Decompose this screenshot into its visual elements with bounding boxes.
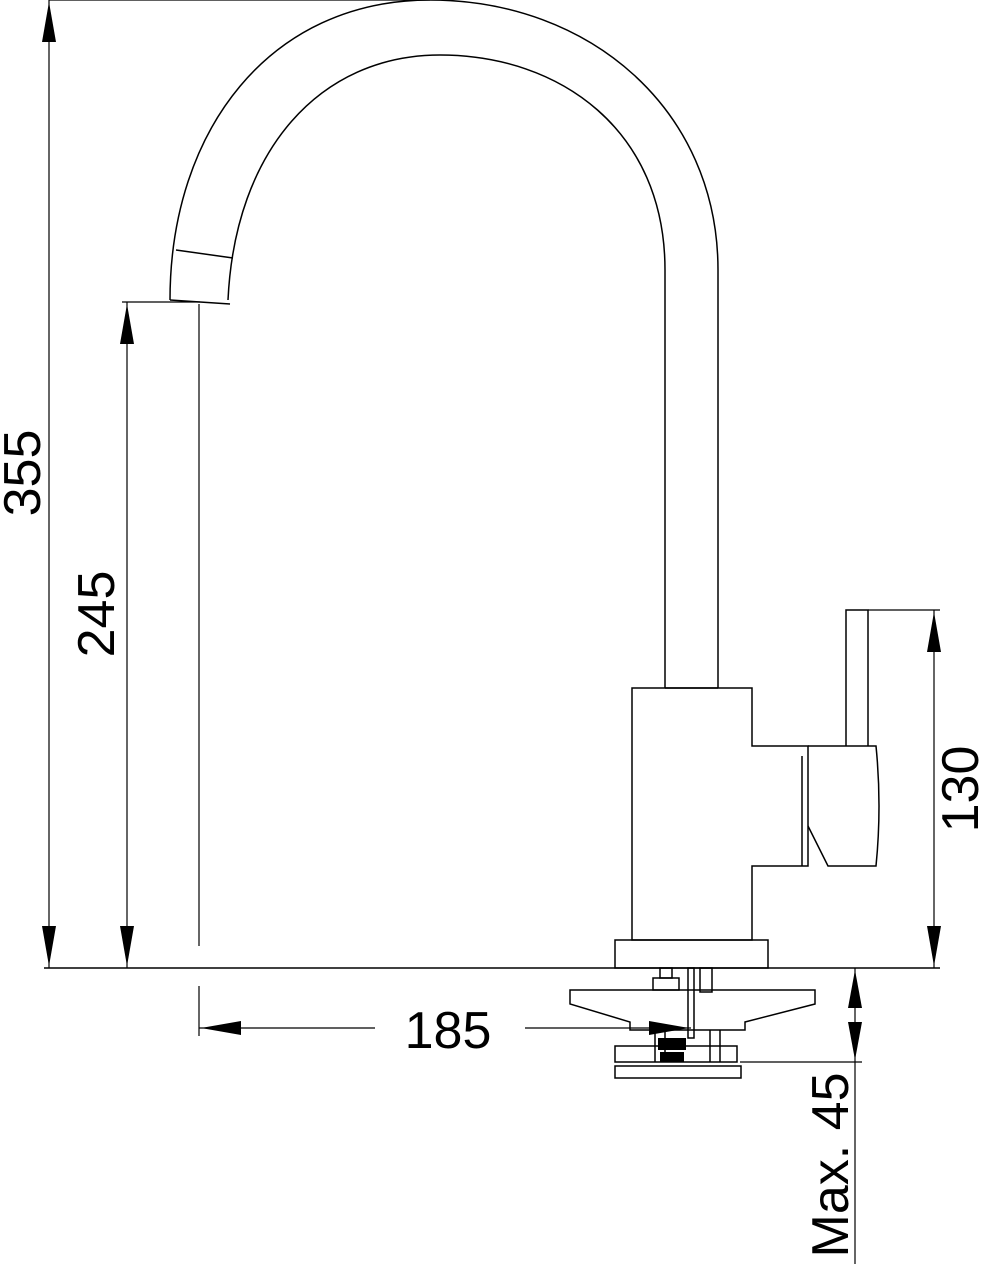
dimension-spout-height: 245	[68, 301, 200, 968]
dimension-label-spout-height: 245	[68, 571, 126, 658]
dimension-label-handle-height: 130	[932, 746, 982, 833]
dimension-spout-reach: 185	[198, 986, 691, 1060]
dimension-label-max-thickness: Max. 45	[802, 1073, 860, 1258]
dimension-label-total-height: 355	[0, 430, 52, 517]
dimension-total-height: 355	[0, 0, 430, 968]
faucet-handle	[801, 609, 880, 867]
dimension-max-thickness: Max. 45	[740, 968, 862, 1264]
dimension-label-spout-reach: 185	[405, 1002, 492, 1060]
faucet-body	[614, 687, 809, 969]
mounting-assembly	[569, 967, 816, 1079]
dimension-handle-height: 130	[868, 609, 982, 968]
faucet-spout	[169, 0, 719, 946]
